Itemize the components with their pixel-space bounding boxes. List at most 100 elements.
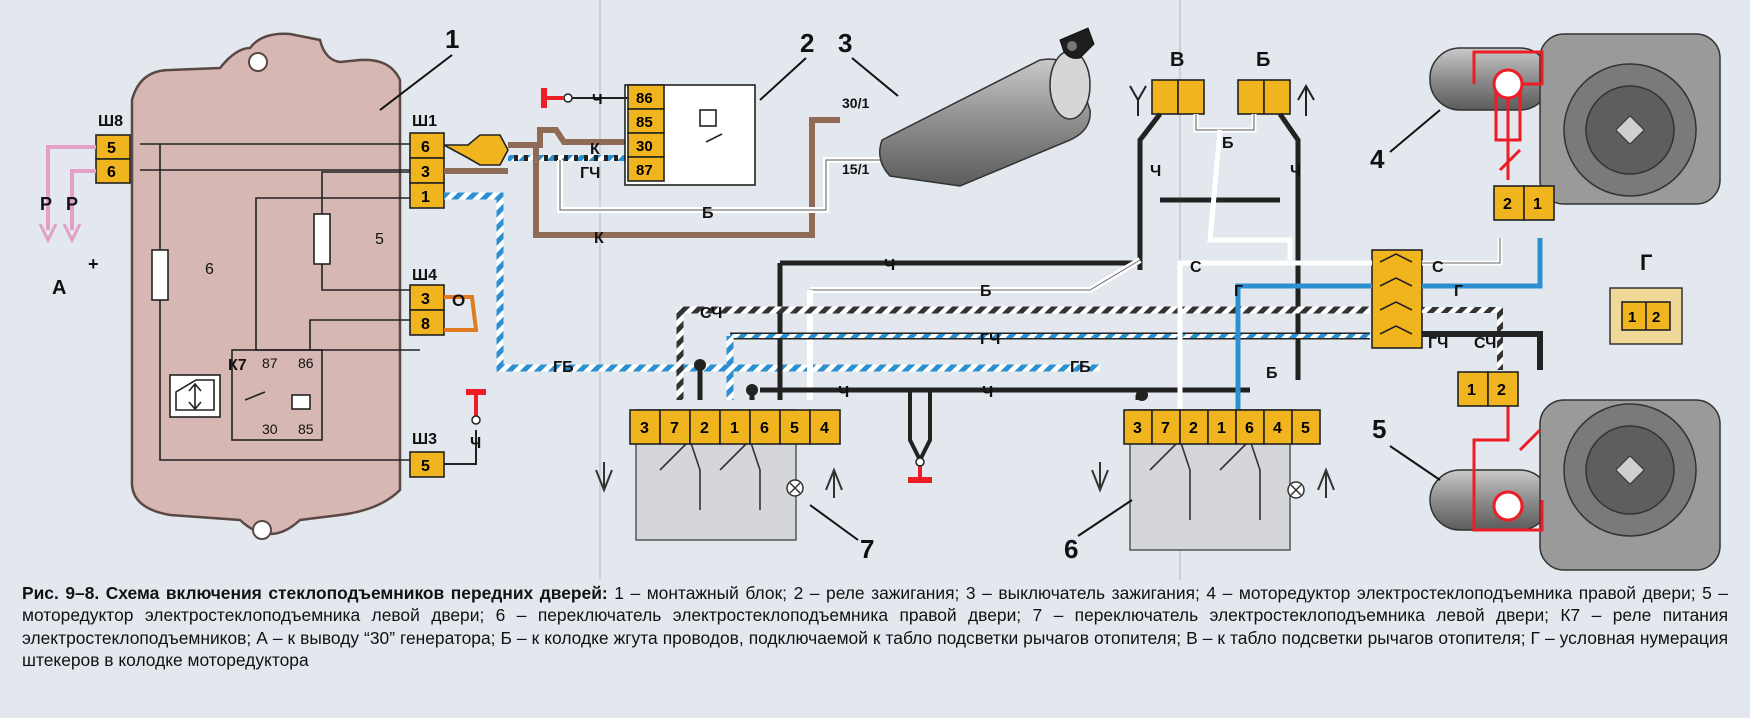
callout-5: 5 (1372, 414, 1386, 444)
wire-orange (444, 295, 479, 332)
legend-g-title: Г (1640, 250, 1653, 275)
callout-6: 6 (1064, 534, 1078, 564)
legend-g: Г 1 2 (1609, 250, 1683, 345)
pin: 4 (1273, 420, 1282, 437)
pin: 6 (1245, 420, 1254, 437)
wire-label-r: Р (40, 194, 52, 214)
pin: 7 (1161, 420, 1170, 437)
output-a-label: А (52, 277, 66, 299)
wire-label-b: Б (702, 205, 714, 222)
wire-label-gch: ГЧ (580, 165, 600, 182)
pin: 5 (1301, 420, 1310, 437)
pin: 1 (1467, 382, 1476, 399)
wire-label-gch: ГЧ (1428, 335, 1448, 352)
relay-k7-pin: 85 (298, 421, 314, 437)
output-b-label: Б (1256, 49, 1270, 71)
main-bus: Ч Б СЧ ГЧ Ч Ч (676, 257, 1370, 483)
harness-sh1: К Б К ГЧ (443, 117, 880, 247)
connector-sh3-label: Ш3 (412, 431, 437, 448)
pin: 2 (1497, 382, 1506, 399)
wire-label-ch: Ч (1290, 163, 1301, 180)
term-30-1: 30/1 (842, 95, 869, 111)
connector-sh8-label: Ш8 (98, 113, 123, 130)
connector-sh3: 5 (409, 451, 445, 478)
pin: 6 (760, 420, 769, 437)
legend-pin: 2 (1652, 309, 1660, 326)
callout-3: 3 (838, 28, 852, 58)
connector-sh8: 5 6 (95, 134, 131, 184)
wire-label-ch: Ч (982, 384, 993, 401)
connector-sh4-label: Ш4 (412, 267, 437, 284)
wire-label-b: Б (980, 283, 992, 300)
pin: 5 (107, 140, 116, 157)
motor-right-door: 2 1 (1429, 33, 1721, 221)
legend-pin: 1 (1628, 309, 1636, 326)
output-v-connector: В (1129, 49, 1205, 116)
callout-1: 1 (445, 24, 459, 54)
callout-7: 7 (860, 534, 874, 564)
pin: 8 (421, 316, 430, 333)
wire-label-k: К (594, 230, 604, 247)
wire-label-gch: ГЧ (980, 331, 1000, 348)
wire-label-o: О (452, 291, 465, 310)
motor-left-door: 1 2 (1429, 371, 1721, 571)
pin: 1 (1217, 420, 1226, 437)
wire-label-ch: Ч (592, 91, 603, 108)
pin: 5 (421, 458, 430, 475)
pin: 3 (421, 164, 430, 181)
wire-label-k: К (590, 141, 600, 158)
callout-2: 2 (800, 28, 814, 58)
wire-label-sch: СЧ (1474, 335, 1496, 352)
pin: 1 (1533, 196, 1542, 213)
wire-label-b: Б (1222, 135, 1234, 152)
plus-label: + (88, 254, 99, 274)
term-15-1: 15/1 (842, 161, 869, 177)
wiring-diagram: 6 5 К7 87 86 30 85 Ш8 Ш1 Ш4 Ш3 5 6 6 3 1… (38, 0, 1721, 580)
pin: 2 (700, 420, 709, 437)
relay-pin: 87 (636, 162, 653, 179)
figure-caption-title: Рис. 9–8. Схема включения стеклоподъемни… (22, 583, 608, 603)
relay-pin: 30 (636, 138, 653, 155)
right-switch-pins: 3 7 2 1 6 4 5 (1123, 409, 1321, 445)
pin: 6 (107, 164, 116, 181)
relay-k7-pin: 87 (262, 355, 278, 371)
connector-sh4: 3 8 (409, 284, 445, 336)
wire-label-sch: СЧ (700, 305, 722, 322)
connector-sh1-label: Ш1 (412, 113, 437, 130)
generator-input-wires: Р Р + А (38, 145, 99, 299)
harness-top: Ч Ч Б (1137, 112, 1301, 380)
fuse-5-label: 5 (375, 231, 384, 248)
pin: 6 (421, 139, 430, 156)
ignition-relay: 86 85 30 87 Ч (541, 84, 756, 186)
pin: 1 (730, 420, 739, 437)
mounting-block: 6 5 К7 87 86 30 85 (130, 32, 420, 540)
pin: 4 (820, 420, 829, 437)
relay-k7-label: К7 (228, 357, 247, 374)
wire-label-r: Р (66, 194, 78, 214)
wire-label-g: Г (1234, 283, 1243, 300)
relay-k7-pin: 30 (262, 421, 278, 437)
wire-label-s: С (1432, 259, 1444, 276)
relay-k7-pin: 86 (298, 355, 314, 371)
wire-label-ch: Ч (884, 257, 895, 274)
wire-gb (444, 192, 1100, 372)
left-switch-pins: 3 7 2 1 6 5 4 (629, 409, 841, 445)
output-b-connector: Б (1237, 49, 1315, 116)
relay-pin: 85 (636, 114, 653, 131)
wire-label-b: Б (1266, 365, 1278, 382)
fuse-6-label: 6 (205, 261, 214, 278)
wire-label-ch: Ч (838, 384, 849, 401)
motor-harness-connector: С Г ГЧ СЧ С Г Б (1177, 238, 1543, 420)
relay-pin: 86 (636, 90, 653, 107)
figure-caption: Рис. 9–8. Схема включения стеклоподъемни… (22, 582, 1728, 672)
pin: 3 (421, 291, 430, 308)
wire-label-g: Г (1454, 283, 1463, 300)
figure-caption-body: 1 – монтажный блок; 2 – реле зажигания; … (22, 583, 1728, 671)
pin: 3 (640, 420, 649, 437)
pin: 1 (421, 189, 430, 206)
pin: 2 (1503, 196, 1512, 213)
wire-label-gb: ГБ (1070, 359, 1091, 376)
pin: 5 (790, 420, 799, 437)
wire-label-ch: Ч (470, 435, 481, 452)
wire-label-ch: Ч (1150, 163, 1161, 180)
